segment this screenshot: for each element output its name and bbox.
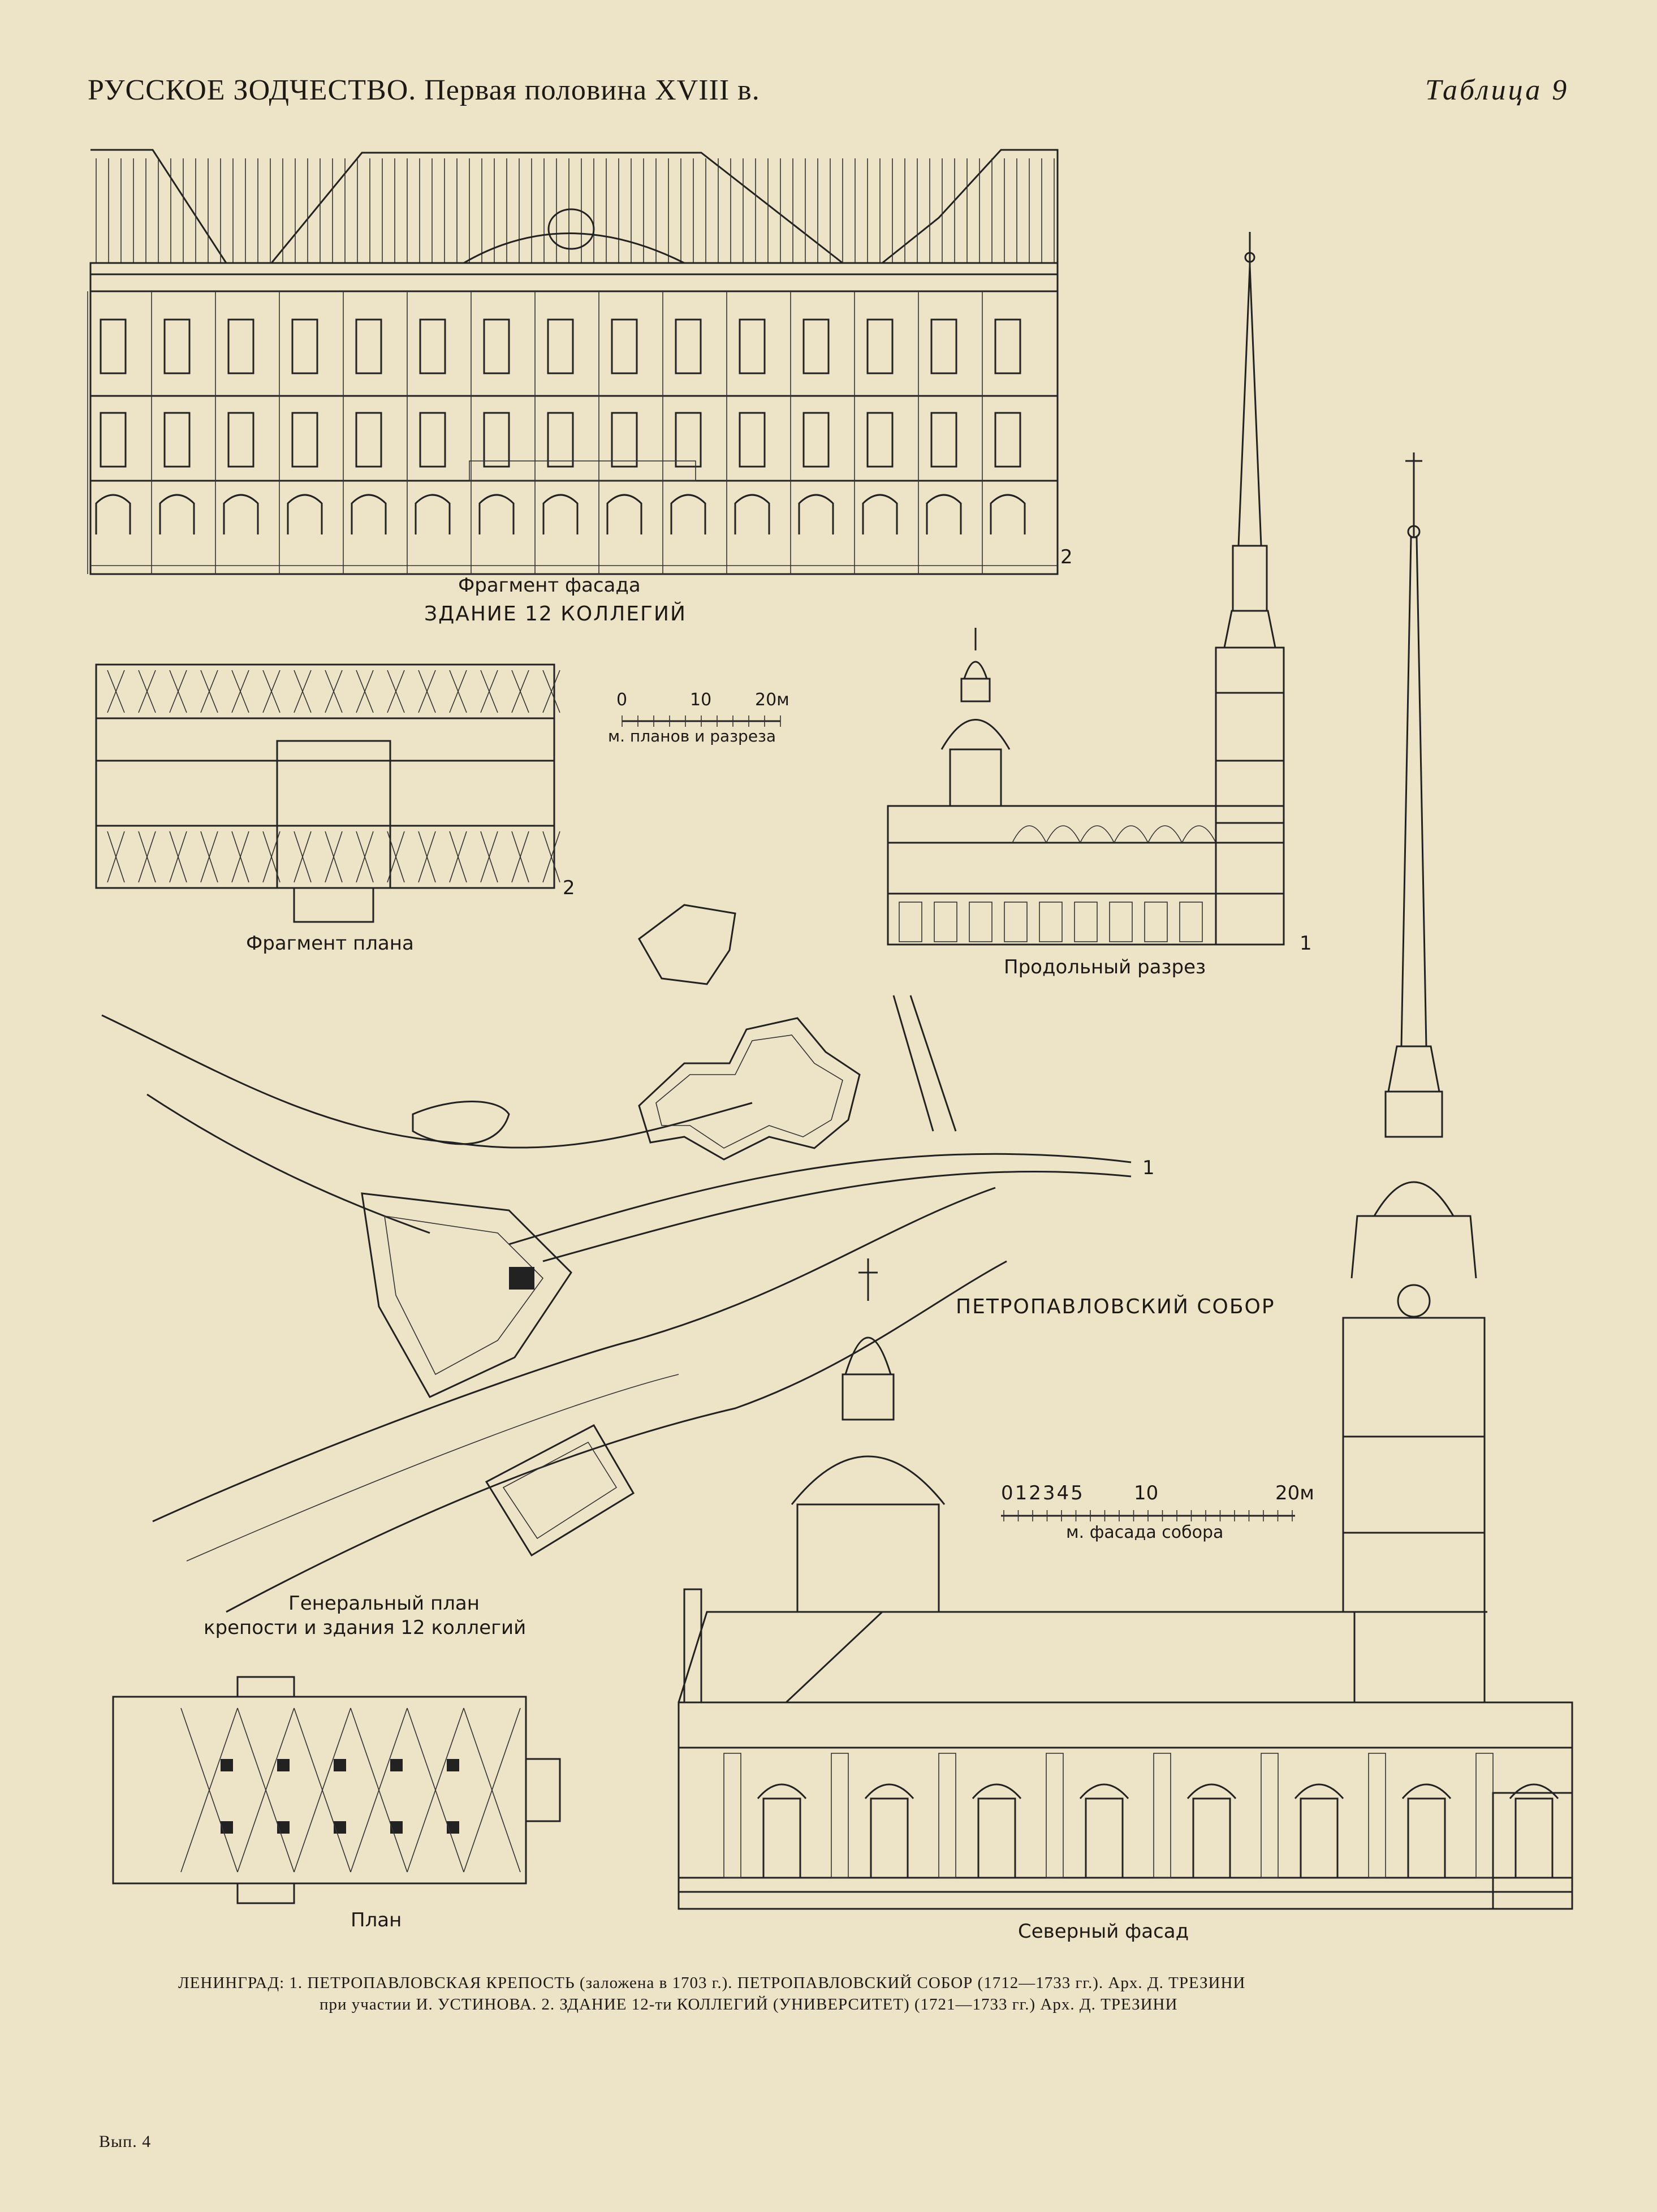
plan-fragment-label: Фрагмент плана bbox=[246, 932, 414, 955]
plan-fragment-number: 2 bbox=[563, 877, 575, 899]
collegia-facade-drawing bbox=[87, 149, 1059, 575]
building-title: ЗДАНИЕ 12 КОЛЛЕГИЙ bbox=[424, 602, 687, 626]
general-plan-label-2: крепости и здания 12 коллегий bbox=[204, 1616, 527, 1639]
section-number: 1 bbox=[1300, 932, 1312, 955]
scale-facade-tick-20: 20м bbox=[1275, 1482, 1314, 1504]
scale-plans-caption: м. планов и разреза bbox=[608, 727, 776, 745]
cathedral-section-drawing bbox=[887, 232, 1285, 946]
scale-facade-tick-0: 012345 bbox=[1001, 1482, 1085, 1504]
scale-bar-plans bbox=[622, 715, 781, 727]
cathedral-title: ПЕТРОПАВЛОВСКИЙ СОБОР bbox=[956, 1295, 1275, 1318]
scale-plans-tick-0: 0 bbox=[616, 690, 628, 710]
facade-fragment-label: Фрагмент фасада bbox=[458, 574, 641, 597]
cathedral-plan-label: План bbox=[351, 1909, 402, 1931]
scale-facade-tick-10: 10 bbox=[1134, 1482, 1159, 1504]
site-number: 1 bbox=[1142, 1157, 1155, 1179]
north-facade-label: Северный фасад bbox=[1018, 1920, 1189, 1943]
collegia-plan-fragment bbox=[95, 663, 560, 923]
plate-number: Таблица 9 bbox=[1425, 74, 1569, 106]
issue-number: Вып. 4 bbox=[99, 2132, 152, 2151]
section-label: Продольный разрез bbox=[1004, 956, 1206, 978]
cathedral-north-facade bbox=[678, 452, 1573, 1910]
caption-line-1: ЛЕНИНГРАД: 1. ПЕТРОПАВЛОВСКАЯ КРЕПОСТЬ (… bbox=[178, 1974, 1246, 1992]
header-title: РУССКОЕ ЗОДЧЕСТВО. Первая половина XVIII… bbox=[88, 74, 760, 106]
general-site-plan bbox=[101, 904, 1132, 1613]
scale-bar-facade bbox=[1001, 1510, 1295, 1521]
scale-facade-caption: м. фасада собора bbox=[1066, 1523, 1224, 1542]
general-plan-label-1: Генеральный план bbox=[288, 1592, 480, 1615]
cathedral-plan-drawing bbox=[112, 1676, 561, 1904]
scale-plans-tick-10: 10 bbox=[690, 690, 712, 710]
facade-number: 2 bbox=[1060, 546, 1073, 568]
scale-plans-tick-20: 20м bbox=[755, 690, 789, 710]
caption-line-2: при участии И. УСТИНОВА. 2. ЗДАНИЕ 12-ти… bbox=[320, 1995, 1178, 2013]
